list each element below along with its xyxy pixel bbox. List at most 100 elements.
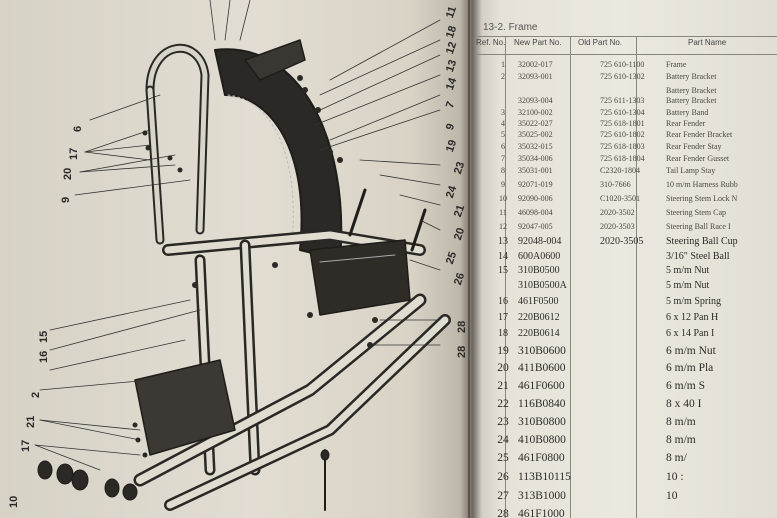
callout: 28	[456, 320, 468, 333]
ref-no: 8	[501, 166, 505, 175]
callout: 9	[60, 196, 72, 203]
fender-bracket-shape	[244, 39, 306, 81]
new-part-no: 461F1000	[518, 508, 565, 518]
new-part-no: 310B0600	[518, 345, 566, 357]
new-part-no: 92047-005	[518, 222, 553, 231]
ref-no: 21	[497, 380, 509, 392]
part-name: 10	[666, 490, 678, 502]
part-name: 3/16" Steel Ball	[666, 251, 730, 262]
part-name: 8 m/m	[666, 434, 696, 446]
ref-no: 6	[501, 142, 505, 151]
ref-no: 9	[501, 180, 505, 189]
part-name: 6 m/m Nut	[666, 345, 716, 357]
part-name: Battery Bracket	[666, 96, 717, 105]
ref-no: 15	[498, 265, 508, 276]
ref-no: 23	[497, 416, 509, 428]
ref-no: 10	[499, 194, 507, 203]
part-name: 10 m/m Harness Rubb	[666, 180, 738, 189]
new-part-no: 35031-001	[518, 166, 553, 175]
new-part-no: 600A0600	[518, 251, 561, 262]
table-column-rule	[570, 36, 571, 518]
ref-no: 20	[497, 362, 509, 374]
callout: 10	[8, 495, 20, 508]
ref-no: 26	[497, 471, 509, 483]
new-part-no: 92090-006	[518, 194, 553, 203]
steering-head-plate	[134, 359, 236, 456]
old-part-no: C1020-3501	[600, 194, 640, 203]
ref-no: 4	[501, 119, 505, 128]
ref-no: 27	[497, 490, 509, 502]
header-part-name: Part Name	[688, 38, 727, 47]
section-title: 13-2. Frame	[483, 22, 538, 33]
callout: 20	[62, 167, 74, 180]
ref-no: 12	[499, 222, 507, 231]
part-name: Battery Bracket	[666, 72, 717, 81]
part-name: 6 x 14 Pan I	[666, 328, 715, 339]
old-part-no: 725 618-1801	[600, 119, 645, 128]
callout: 28	[456, 345, 468, 358]
frame-exploded-diagram	[34, 0, 451, 511]
old-part-no: 2020-3505	[600, 236, 644, 247]
new-part-no: 313B1000	[518, 490, 566, 502]
part-name: 6 m/m S	[666, 380, 705, 392]
callout: 2	[30, 391, 42, 398]
table-row: Battery Bracket	[470, 86, 777, 104]
callout: 17	[68, 147, 80, 160]
new-part-no: 220B0612	[518, 312, 560, 323]
part-name: 6 x 12 Pan H	[666, 312, 719, 323]
part-name: Rear Fender Gusset	[666, 154, 730, 163]
new-part-no: 46098-004	[518, 208, 553, 217]
part-name: 5 m/m Nut	[666, 265, 710, 276]
new-part-no: 32002-017	[518, 60, 553, 69]
new-part-no: 32100-002	[518, 108, 553, 117]
new-part-no: 92071-019	[518, 180, 553, 189]
old-part-no: 725 610-1302	[600, 72, 645, 81]
part-name: Tail Lamp Stay	[666, 166, 716, 175]
old-part-no: 725 610-1100	[600, 60, 645, 69]
part-name: Steering Ball Cup	[666, 236, 738, 247]
new-part-no: 35034-006	[518, 154, 553, 163]
new-part-no: 113B10115	[518, 471, 571, 483]
header-old-part: Old Part No.	[578, 38, 623, 47]
ref-no: 24	[497, 434, 509, 446]
part-name: 8 x 40 I	[666, 398, 702, 410]
callout: 16	[38, 350, 50, 363]
part-name: Rear Fender	[666, 119, 706, 128]
new-part-no: 410B0800	[518, 434, 566, 446]
callout: 15	[38, 330, 50, 343]
new-part-no: 310B0500A	[518, 280, 567, 291]
old-part-no: 2020-3502	[600, 208, 635, 217]
table-row: 19 310B0600 6 m/m Nut	[470, 345, 777, 363]
ref-no: 3	[501, 108, 505, 117]
part-name: Frame	[666, 60, 687, 69]
new-part-no: 310B0800	[518, 416, 566, 428]
callout: 21	[25, 415, 37, 428]
part-name: 5 m/m Spring	[666, 296, 722, 307]
ref-no: 5	[501, 130, 505, 139]
book-gutter	[460, 0, 482, 518]
ref-no: 19	[497, 345, 509, 357]
ref-no: 14	[498, 251, 508, 262]
table-rule	[474, 36, 777, 37]
new-part-no: 461F0600	[518, 380, 565, 392]
table-row: 27 313B1000 10	[470, 490, 777, 508]
old-part-no: 725 618-1803	[600, 142, 645, 151]
table-row: 14 600A0600 3/16" Steel Ball	[470, 251, 777, 269]
rear-fender-shape	[214, 48, 343, 261]
part-name: 8 m/	[666, 452, 687, 464]
